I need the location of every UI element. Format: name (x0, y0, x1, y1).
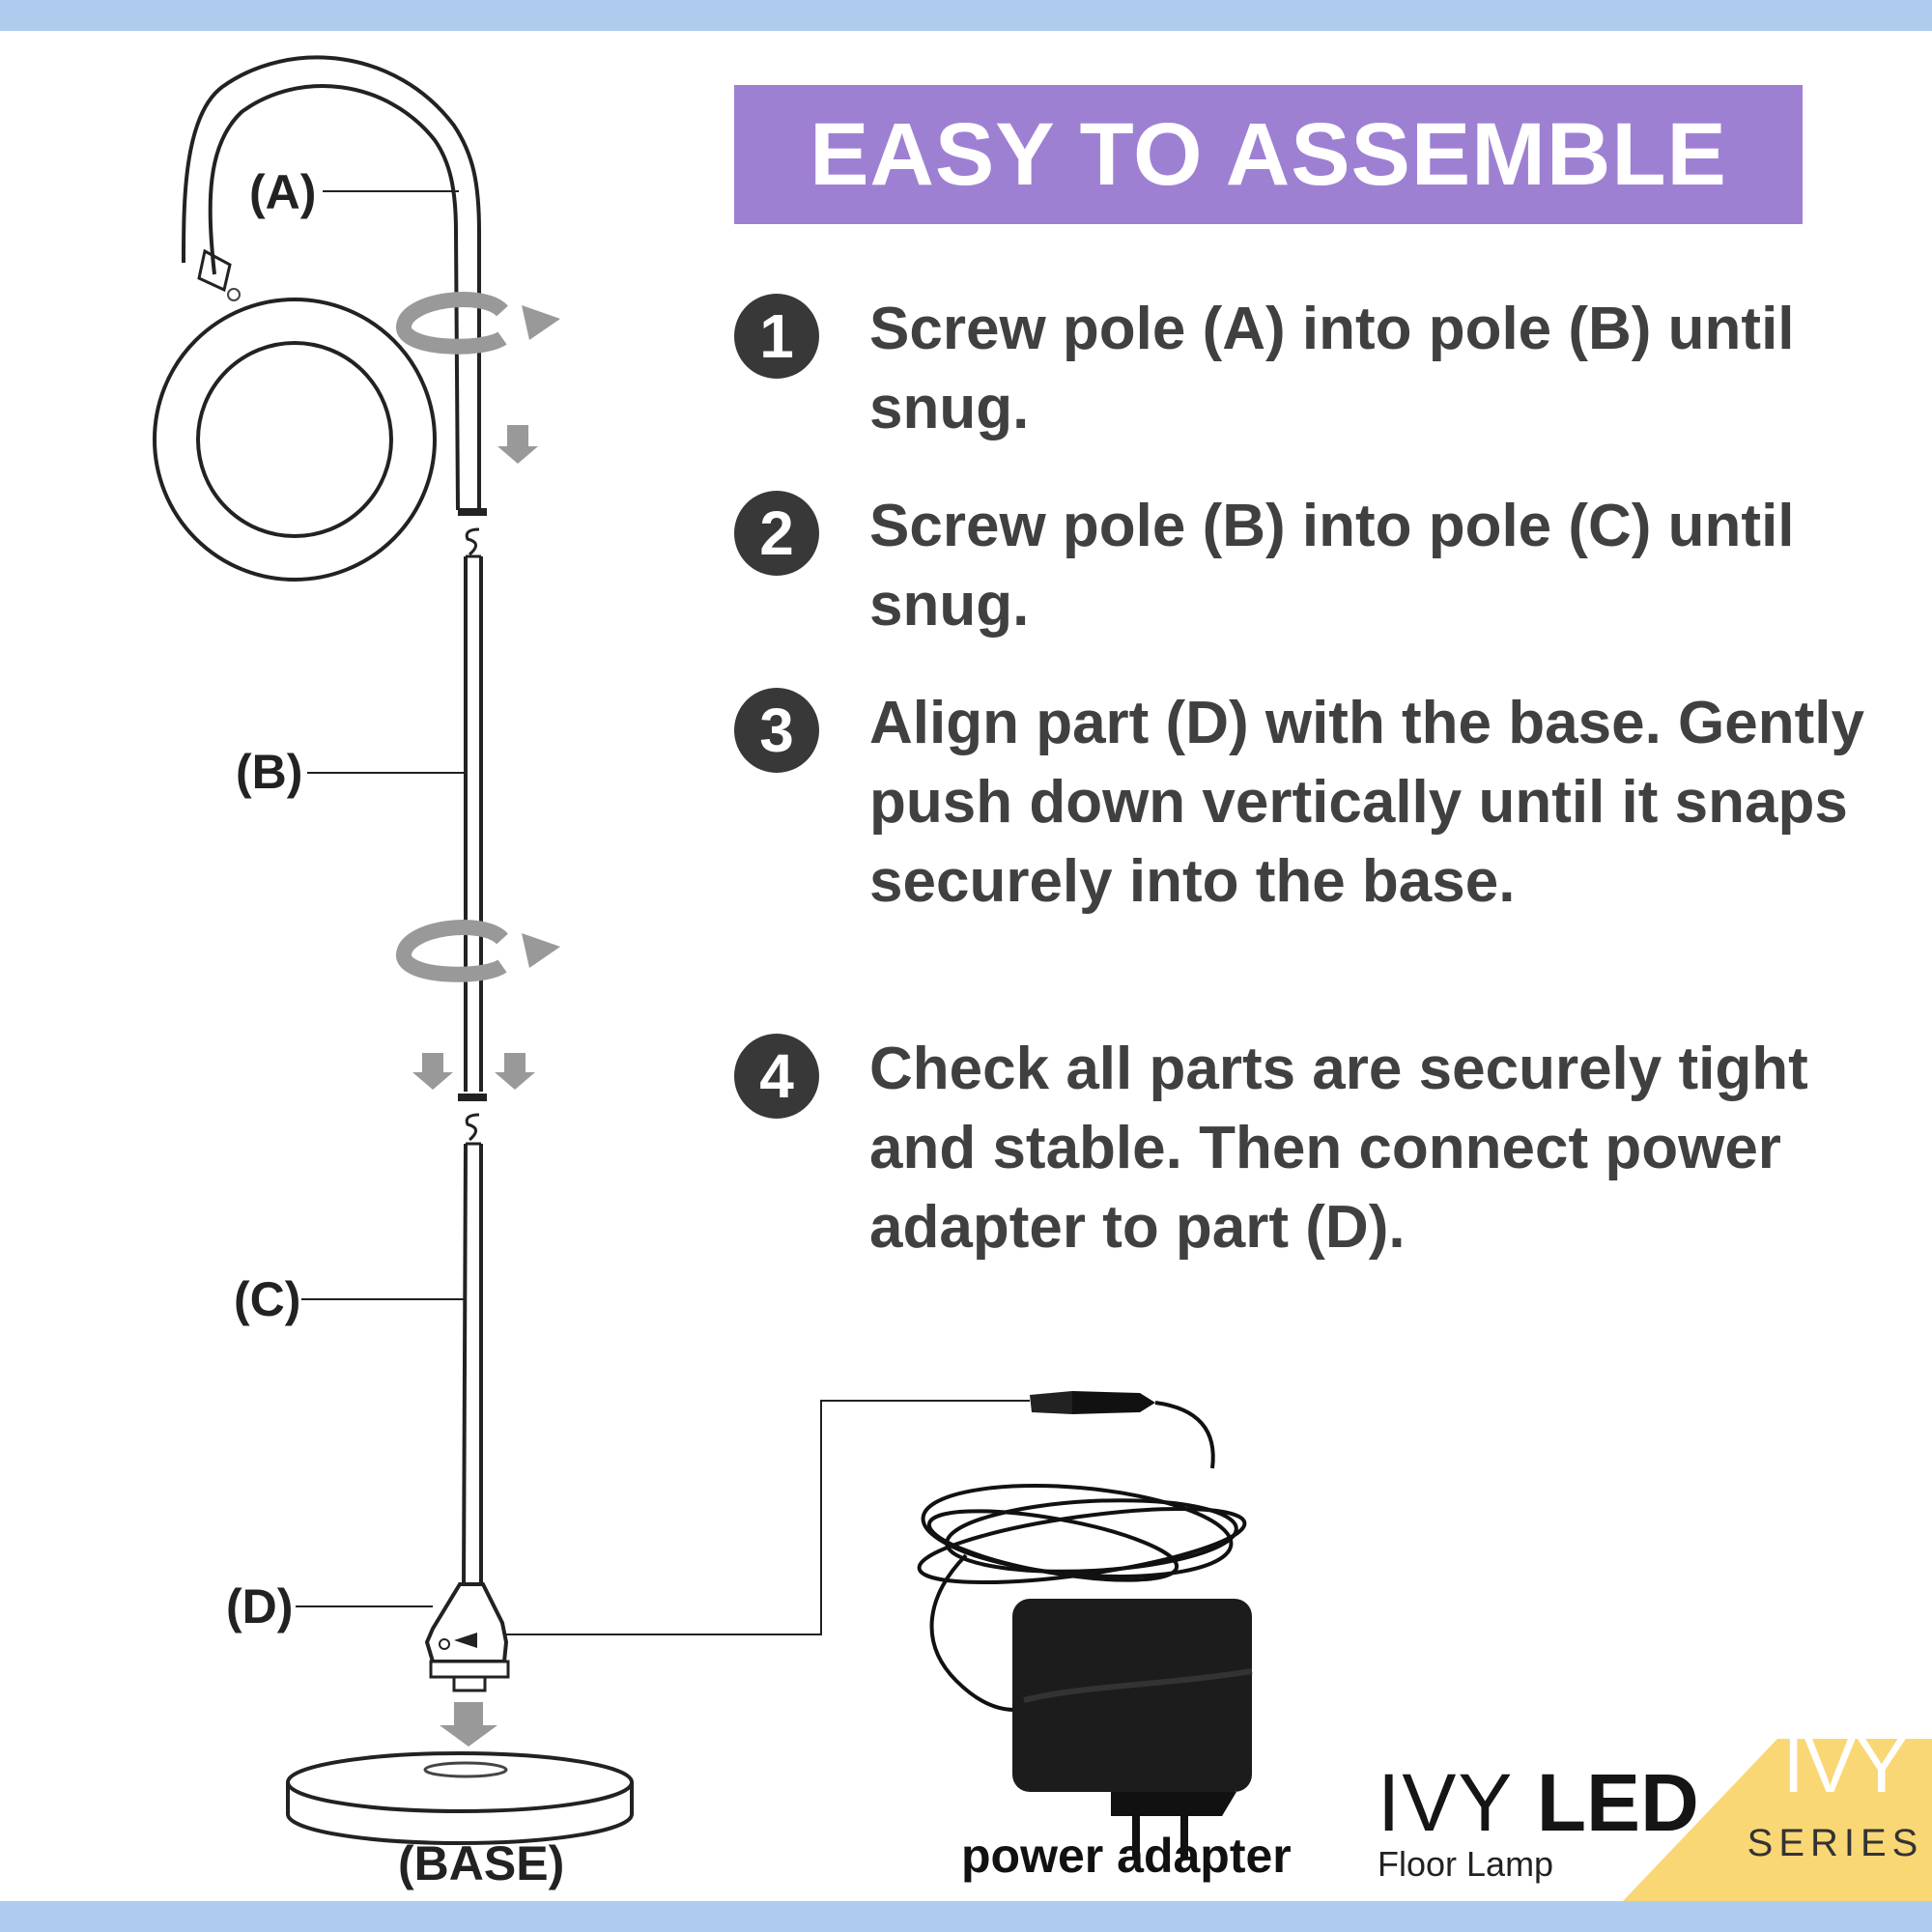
down-arrow-1 (497, 425, 538, 464)
rotation-arrow-2 (396, 920, 560, 982)
step-text-1: Screw pole (A) into pole (B) until snug. (869, 296, 1795, 441)
part-label-d: (D) (226, 1579, 294, 1634)
joint-ab (458, 508, 487, 556)
power-adapter-label: power adapter (961, 1829, 1292, 1883)
step-number-2: 2 (734, 491, 819, 576)
brand-logo: IVY LED Floor Lamp (1378, 1756, 1699, 1885)
rotation-arrow-1 (396, 292, 560, 355)
pole-b (464, 554, 483, 1092)
down-arrow-3 (495, 1053, 535, 1090)
part-label-base: (BASE) (398, 1836, 565, 1890)
title-banner: EASY TO ASSEMBLE (734, 85, 1803, 224)
corner-badge-shape (1623, 1739, 1932, 1901)
part-label-a: (A) (249, 165, 317, 219)
series-badge: IVY SERIES (1623, 1708, 1932, 1901)
part-d-connector (424, 1582, 510, 1692)
title-text: EASY TO ASSEMBLE (810, 104, 1727, 204)
leader-lines (296, 190, 1030, 1635)
series-badge-top: IVY (1782, 1722, 1908, 1808)
step-number-4: 4 (734, 1034, 819, 1119)
top-border (0, 0, 1932, 31)
brand-name: IVY LED (1378, 1756, 1699, 1850)
joint-bc (458, 1094, 487, 1142)
base (286, 1751, 634, 1845)
bottom-border (0, 1901, 1932, 1932)
down-arrow-4 (440, 1702, 497, 1747)
step-text-2: Screw pole (B) into pole (C) until snug. (869, 493, 1795, 639)
power-adapter (917, 1391, 1253, 1860)
lamp-head (153, 248, 437, 582)
down-arrow-2 (412, 1053, 453, 1090)
brand-subtitle: Floor Lamp (1378, 1844, 1554, 1884)
pole-c (462, 1142, 483, 1585)
brand-name-bold: LED (1536, 1757, 1699, 1848)
step-text-3: Align part (D) with the base. Gently pus… (869, 690, 1864, 915)
step-number-3: 3 (734, 688, 819, 773)
step-text-4: Check all parts are securely tight and s… (869, 1036, 1808, 1261)
part-label-b: (B) (236, 745, 303, 799)
series-badge-bottom: SERIES (1747, 1822, 1924, 1864)
part-label-c: (C) (234, 1272, 301, 1326)
step-number-1: 1 (734, 294, 819, 379)
pole-a (182, 55, 481, 511)
brand-name-thin: IVY (1378, 1757, 1515, 1848)
